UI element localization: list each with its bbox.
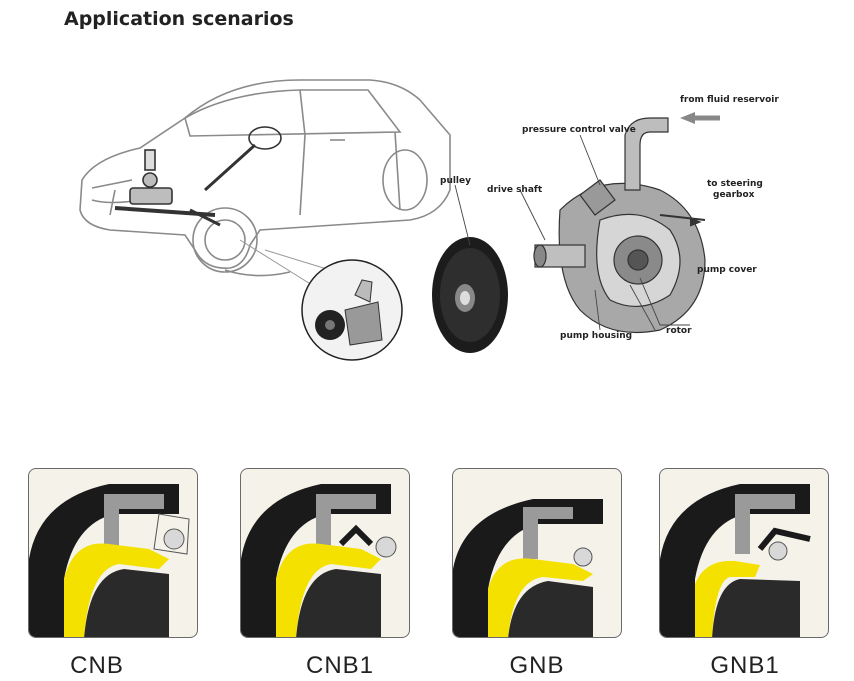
label-pump-housing: pump housing	[560, 331, 632, 341]
seal-card-cnb1	[240, 468, 410, 638]
seal-cross-section-icon	[241, 484, 397, 637]
pump-cutaway-drawing	[533, 112, 720, 334]
seal-cross-section-icon	[660, 484, 811, 637]
seal-label-gnb1: GNB1	[710, 652, 780, 679]
steering-system-drawing	[114, 126, 282, 227]
label-gearbox: gearbox	[713, 190, 755, 200]
seal-card-gnb1	[659, 468, 829, 638]
label-pump-cover: pump cover	[697, 265, 757, 275]
seal-label-cnb: CNB	[70, 652, 124, 679]
power-steering-illustration: from fluid reservoir pressure control va…	[79, 79, 779, 361]
seal-card-gnb	[452, 468, 622, 638]
connector-line	[239, 239, 321, 291]
leader-lines	[454, 134, 690, 331]
label-drive-shaft: drive shaft	[487, 185, 543, 195]
seal-cross-section-icon	[29, 484, 190, 637]
car-drawing	[79, 79, 451, 277]
seal-cross-section-icon	[453, 499, 603, 637]
seal-label-cnb1: CNB1	[305, 652, 375, 679]
label-pulley: pulley	[440, 176, 471, 186]
seal-card-cnb	[28, 468, 198, 638]
label-to-steering: to steering	[707, 179, 763, 189]
seal-label-gnb: GNB	[509, 652, 565, 679]
pump-photo-circle	[301, 259, 403, 361]
label-rotor: rotor	[666, 326, 692, 336]
label-from-fluid-reservoir: from fluid reservoir	[680, 95, 779, 105]
label-pressure-control-valve: pressure control valve	[522, 125, 636, 135]
connector-line	[264, 249, 331, 271]
section-heading: Application scenarios	[64, 8, 294, 30]
pulley-drawing	[432, 237, 508, 353]
